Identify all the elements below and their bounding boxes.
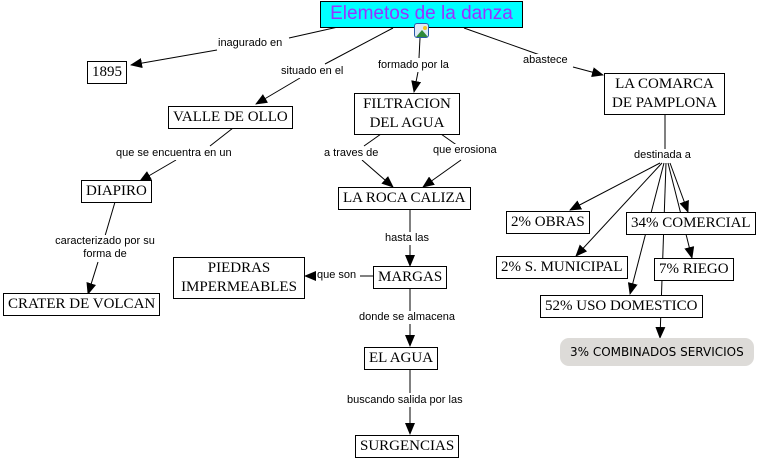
edge-situado-valle <box>255 77 301 105</box>
concept-margas[interactable]: MARGAS <box>373 266 448 289</box>
concept-7-riego[interactable]: 7% RIEGO <box>654 258 734 281</box>
link-formado-por-la[interactable]: formado por la <box>377 59 450 72</box>
edge-valle-encuentra <box>209 127 234 147</box>
edge-inagurado-1895 <box>130 49 218 69</box>
edge-destinada-municipal <box>575 162 663 257</box>
link-hasta-las[interactable]: hasta las <box>384 232 431 245</box>
link-inagurado-en[interactable]: inagurado en <box>217 37 284 50</box>
link-buscando-salida-por-las[interactable]: buscando salida por las <box>346 394 464 407</box>
edge-atraves-roca <box>361 159 394 188</box>
edge-title-situado <box>324 27 394 65</box>
edge-diapiro-caracterizado <box>104 201 116 237</box>
concept-2-s-municipal[interactable]: 2% S. MUNICIPAL <box>496 256 628 279</box>
edge-filtracion-atraves <box>363 133 382 147</box>
concept-la-roca-caliza[interactable]: LA ROCA CALIZA <box>338 187 471 210</box>
link-que-se-encuentra-en-un[interactable]: que se encuentra en un <box>115 147 233 160</box>
link-caracterizado-por-su-forma-de[interactable]: caracterizado por su forma de <box>52 235 158 261</box>
link-abastece[interactable]: abastece <box>522 54 569 67</box>
edge-erosiona-roca <box>422 159 462 188</box>
concept-1895[interactable]: 1895 <box>87 61 127 84</box>
link-que-son[interactable]: que son <box>316 269 358 282</box>
concept-valle-de-ollo[interactable]: VALLE DE OLLO <box>168 106 293 129</box>
edge-title-formado <box>418 37 421 59</box>
concept-filtracion-del-agua[interactable]: FILTRACION DEL AGUA <box>354 93 460 135</box>
edge-abastece-comarca <box>572 66 604 77</box>
link-donde-se-almacena[interactable]: donde se almacena <box>358 311 457 324</box>
image-icon[interactable] <box>414 23 429 38</box>
concept-piedras-impermeables[interactable]: PIEDRAS IMPERMEABLES <box>173 257 305 299</box>
link-que-erosiona[interactable]: que erosiona <box>432 144 498 157</box>
concept-diapiro[interactable]: DIAPIRO <box>81 180 152 203</box>
concept-la-comarca-de-pamplona[interactable]: LA COMARCA DE PAMPLONA <box>604 73 725 115</box>
link-a-traves-de[interactable]: a traves de <box>323 147 380 160</box>
edge-title-inagurado <box>288 26 339 39</box>
edge-title-abastece <box>463 27 541 56</box>
concept-52-uso-domestico[interactable]: 52% USO DOMESTICO <box>540 295 703 318</box>
edge-destinada-riego <box>667 162 695 259</box>
edge-formado-filtracion <box>411 71 422 93</box>
link-destinada-a[interactable]: destinada a <box>633 149 692 162</box>
edge-destinada-obras <box>569 162 661 211</box>
concept-el-agua[interactable]: EL AGUA <box>364 347 439 370</box>
concept-2-obras[interactable]: 2% OBRAS <box>506 211 590 234</box>
concept-3-combinados-servicios[interactable]: 3% COMBINADOS SERVICIOS <box>560 338 754 366</box>
concept-34-comercial[interactable]: 34% COMERCIAL <box>626 212 756 235</box>
concept-crater-de-volcan[interactable]: CRATER DE VOLCAN <box>3 293 161 316</box>
edge-caracterizado-crater <box>86 261 99 295</box>
concept-surgencias[interactable]: SURGENCIAS <box>355 435 460 458</box>
edge-encuentra-diapiro <box>139 159 177 182</box>
edge-destinada-comercial <box>669 162 689 213</box>
link-situado-en-el[interactable]: situado en el <box>280 65 345 78</box>
